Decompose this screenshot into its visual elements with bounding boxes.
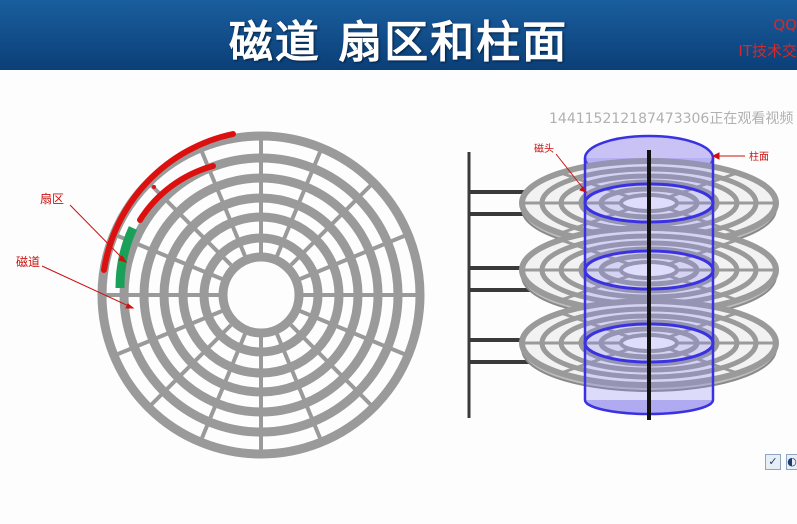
- slide-header: 磁道 扇区和柱面: [0, 0, 797, 70]
- track-highlight-inner: [137, 163, 216, 223]
- track-ring: [218, 252, 304, 338]
- viewer-watermark: 144115212187473306正在观看视频: [549, 111, 794, 127]
- stack-callouts: [555, 152, 745, 193]
- track-ring: [97, 131, 425, 459]
- head-label: 磁头: [534, 144, 554, 155]
- sector-dividers: [106, 140, 416, 450]
- corner-text-2: IT技术交: [738, 42, 797, 60]
- highlighted-track: [101, 131, 236, 273]
- checkbox-icon[interactable]: ✓: [765, 454, 781, 470]
- track-highlight-outer: [101, 131, 236, 273]
- corner-text-1: QQ: [773, 16, 797, 34]
- sector-label: 扇区: [40, 192, 65, 206]
- track-label: 磁道: [16, 255, 41, 269]
- slide-title: 磁道 扇区和柱面: [228, 17, 569, 68]
- cursor-icon[interactable]: ◐: [786, 454, 797, 470]
- platter-stack-view: [467, 134, 779, 420]
- track-dot: [152, 185, 156, 189]
- cylinder-label: 柱面: [749, 152, 769, 163]
- callout-arrows: [41, 204, 135, 309]
- platter-top-view: [41, 131, 425, 459]
